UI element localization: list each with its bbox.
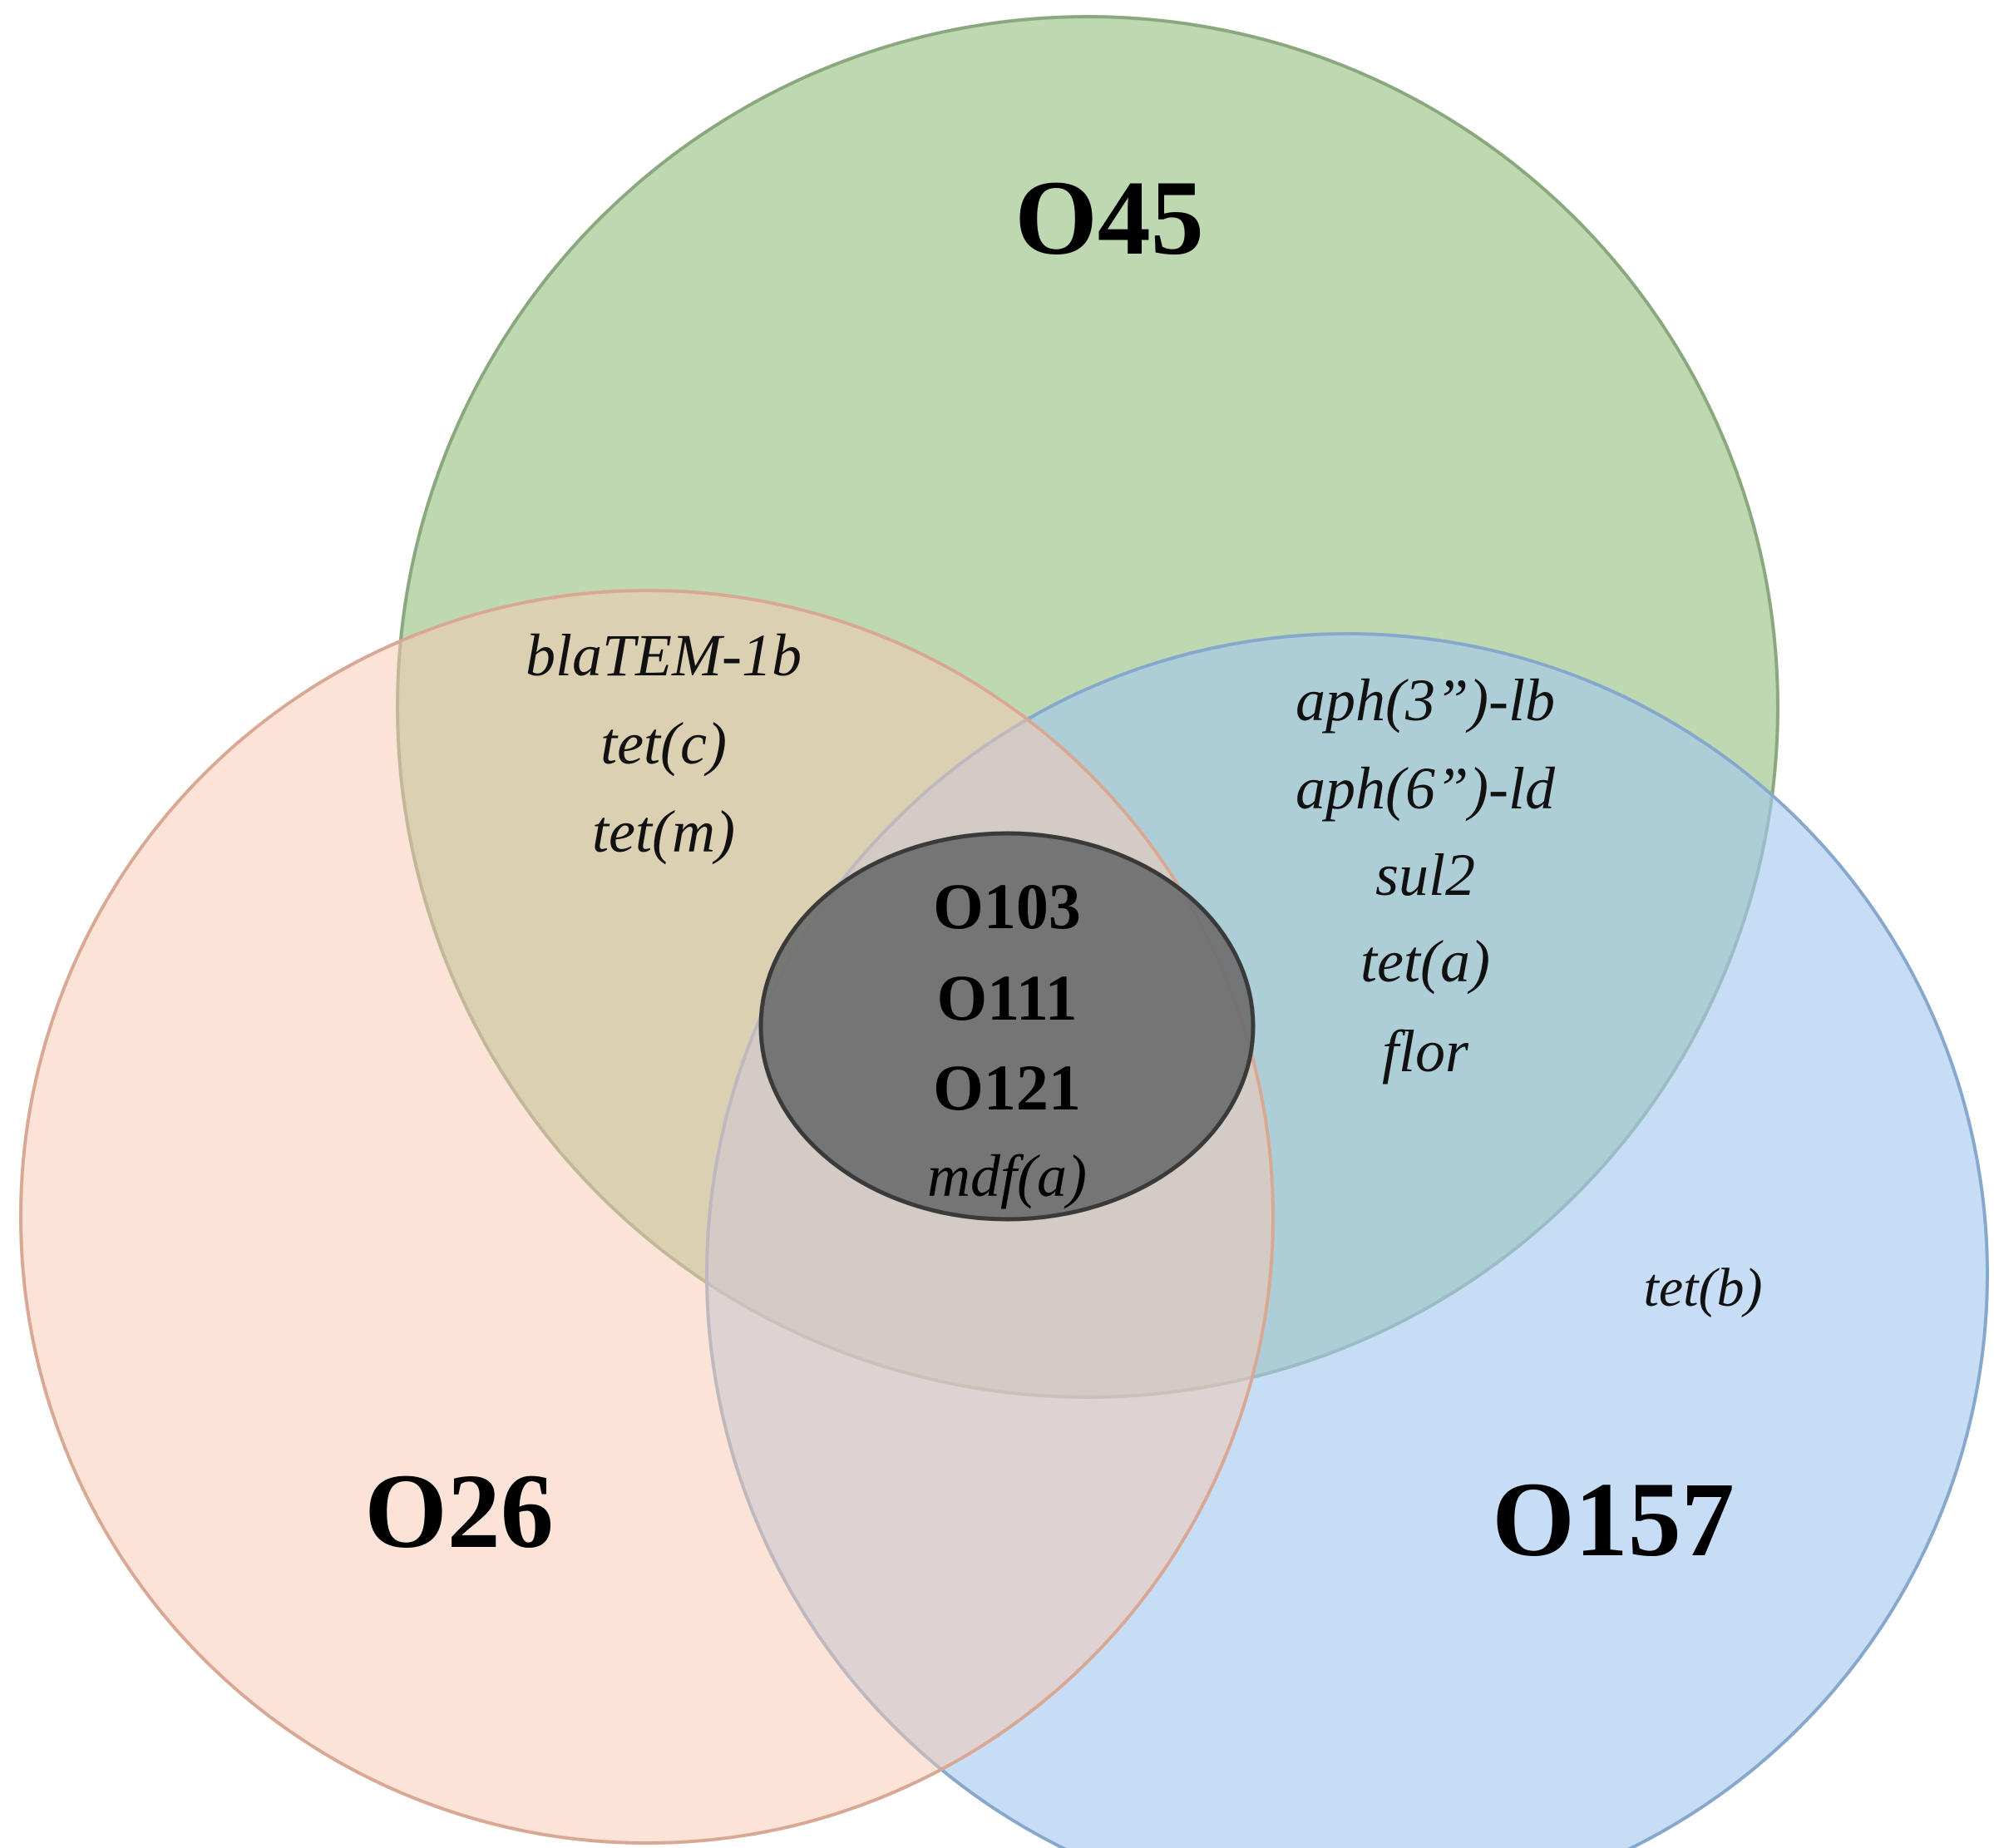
set-label-o45: O45	[1014, 159, 1204, 277]
region-o157-only: tet(b)	[1644, 1258, 1763, 1318]
core-intersection-ellipse	[758, 831, 1256, 1222]
gene-label: sul2	[1375, 842, 1475, 908]
core-serogroup-label: O103	[933, 870, 1081, 942]
gene-label: flor	[1382, 1018, 1469, 1085]
gene-label: aph(3”)-lb	[1296, 667, 1555, 734]
set-label-o26: O26	[364, 1452, 554, 1570]
gene-label: tet(m)	[592, 798, 735, 865]
region-o45-o26: blaTEM-1b tet(c) tet(m)	[526, 622, 802, 865]
gene-label: blaTEM-1b	[526, 622, 802, 689]
gene-label: aph(6”)-ld	[1296, 755, 1556, 822]
core-serogroup-label: O111	[936, 961, 1077, 1034]
region-o45-o157: aph(3”)-lb aph(6”)-ld sul2 tet(a) flor	[1296, 667, 1556, 1085]
gene-label: tet(a)	[1360, 928, 1490, 995]
set-circles	[19, 15, 1989, 1848]
core-serogroup-label: O121	[933, 1051, 1081, 1124]
core-gene-label: mdf(a)	[927, 1143, 1087, 1209]
circle-o26	[19, 589, 1275, 1845]
region-core: O103 O111 O121 mdf(a)	[927, 870, 1087, 1209]
gene-label: tet(b)	[1644, 1258, 1763, 1318]
set-label-o157: O157	[1492, 1460, 1735, 1579]
gene-label: tet(c)	[600, 710, 727, 777]
